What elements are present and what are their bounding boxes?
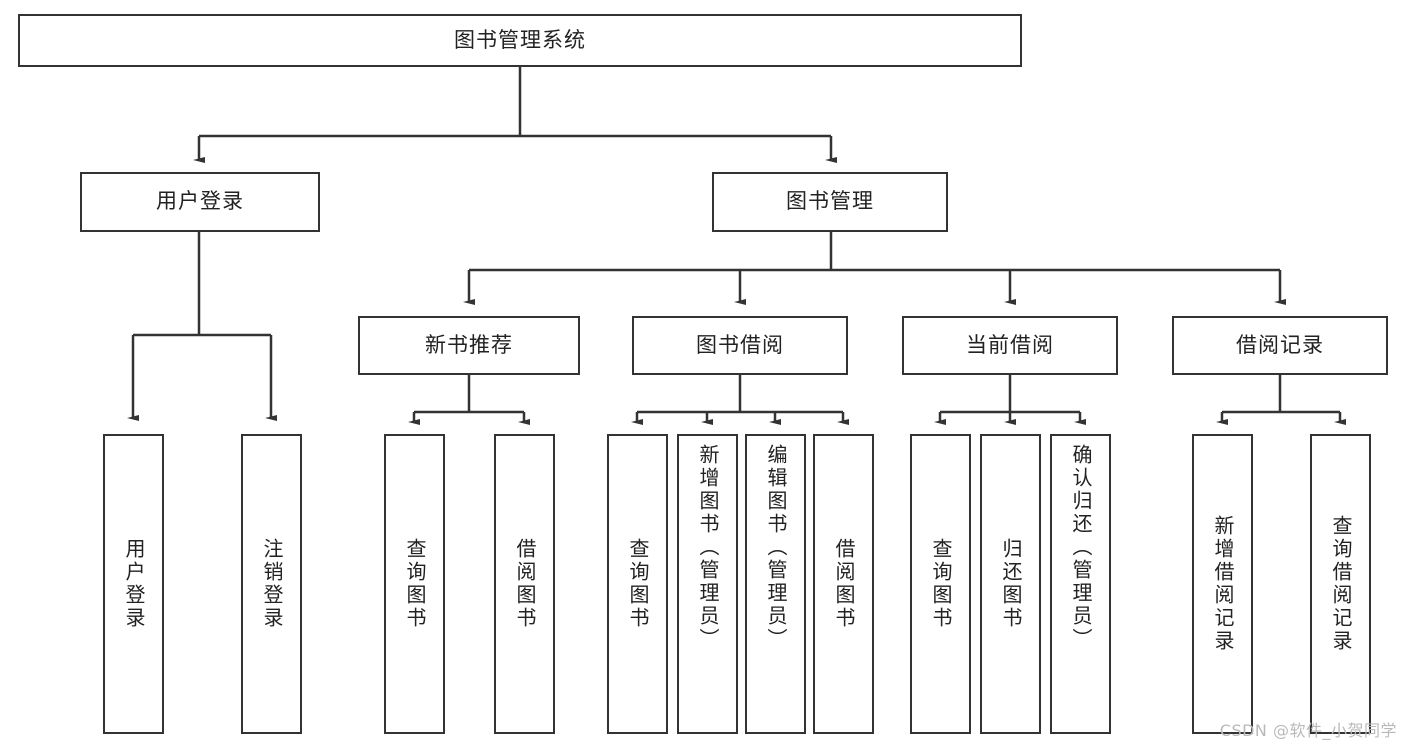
- node-label: 查询图书: [626, 538, 650, 630]
- node-label: 新书推荐: [425, 332, 513, 357]
- node-label: 查询借阅记录: [1329, 515, 1353, 653]
- node-label: 图书管理系统: [454, 27, 586, 52]
- node-label: 查询图书: [929, 538, 953, 630]
- node-label: 图书管理: [786, 189, 874, 214]
- leaf-add-book-admin[interactable]: 新增图书（管理员）: [677, 434, 738, 734]
- node-label: 借阅记录: [1236, 332, 1324, 357]
- node-label: 用户登录: [122, 538, 146, 630]
- leaf-query-book-newbook[interactable]: 查询图书: [384, 434, 445, 734]
- leaf-query-book-borrow[interactable]: 查询图书: [607, 434, 668, 734]
- leaf-borrow-book[interactable]: 借阅图书: [813, 434, 874, 734]
- node-user-login[interactable]: 用户登录: [80, 172, 320, 232]
- node-label: 借阅图书: [832, 538, 856, 630]
- leaf-confirm-return-admin[interactable]: 确认归还（管理员）: [1050, 434, 1111, 734]
- leaf-return-book[interactable]: 归还图书: [980, 434, 1041, 734]
- node-root-system[interactable]: 图书管理系统: [18, 14, 1022, 67]
- node-label: 编辑图书（管理员）: [764, 444, 788, 651]
- node-book-borrow[interactable]: 图书借阅: [632, 316, 848, 375]
- leaf-add-borrow-record[interactable]: 新增借阅记录: [1192, 434, 1253, 734]
- node-label: 查询图书: [403, 538, 427, 630]
- node-label: 新增借阅记录: [1211, 515, 1235, 653]
- node-label: 借阅图书: [513, 538, 537, 630]
- leaf-edit-book-admin[interactable]: 编辑图书（管理员）: [745, 434, 806, 734]
- node-current-borrow[interactable]: 当前借阅: [902, 316, 1118, 375]
- leaf-query-borrow-record[interactable]: 查询借阅记录: [1310, 434, 1371, 734]
- node-new-book-recommend[interactable]: 新书推荐: [358, 316, 580, 375]
- node-label: 用户登录: [156, 189, 244, 214]
- node-label: 注销登录: [260, 538, 284, 630]
- leaf-logout[interactable]: 注销登录: [241, 434, 302, 734]
- leaf-borrow-book-newbook[interactable]: 借阅图书: [494, 434, 555, 734]
- node-label: 新增图书（管理员）: [696, 444, 720, 651]
- watermark-text: CSDN @软件_小贺同学: [1219, 721, 1397, 740]
- leaf-query-book-current[interactable]: 查询图书: [910, 434, 971, 734]
- node-label: 归还图书: [999, 538, 1023, 630]
- node-label: 当前借阅: [966, 332, 1054, 357]
- leaf-user-login[interactable]: 用户登录: [103, 434, 164, 734]
- node-borrow-record[interactable]: 借阅记录: [1172, 316, 1388, 375]
- node-label: 确认归还（管理员）: [1069, 444, 1093, 651]
- node-label: 图书借阅: [696, 332, 784, 357]
- node-book-management[interactable]: 图书管理: [712, 172, 948, 232]
